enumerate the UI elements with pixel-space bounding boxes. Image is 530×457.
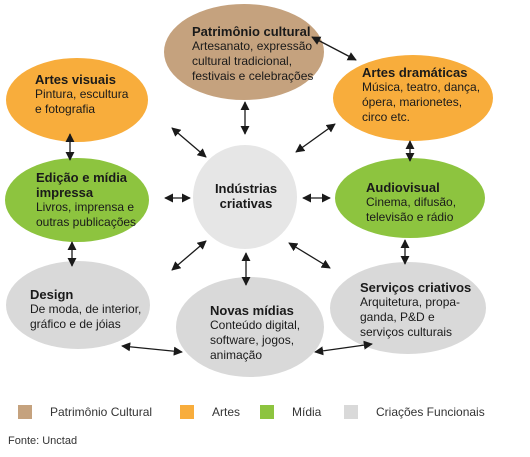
node-center: Indústrias criativas — [200, 181, 292, 211]
legend-label: Mídia — [292, 405, 322, 419]
node-title-cont: impressa — [36, 185, 94, 200]
legend-label: Patrimônio Cultural — [50, 405, 153, 419]
node-desc-line: ganda, P&D e — [360, 310, 435, 324]
legend-swatch — [18, 405, 32, 419]
node-title: Design — [30, 287, 74, 302]
node-desc-line: cultural tradicional, — [192, 54, 293, 68]
legend-swatch — [260, 405, 274, 419]
novas-midias-ellipse — [176, 277, 324, 377]
node-title: Artes visuais — [35, 72, 116, 87]
audiovisual-ellipse — [335, 158, 485, 238]
legend: Patrimônio Cultural Artes Mídia Criações… — [18, 404, 518, 424]
node-desc-line: e fotografia — [35, 102, 96, 116]
node-desc-line: animação — [210, 348, 263, 362]
node-artes-visuais: Artes visuais Pintura, escultura e fotog… — [35, 72, 155, 117]
node-desc-line: Música, teatro, dança, — [362, 80, 481, 94]
node-novas-midias: Novas mídias Conteúdo digital, software,… — [210, 303, 320, 363]
source-note: Fonte: Unctad — [8, 435, 78, 447]
node-desc-line: Livros, imprensa e — [36, 200, 135, 214]
node-audiovisual: Audiovisual Cinema, difusão, televisão e… — [366, 180, 486, 225]
legend-swatch — [180, 405, 194, 419]
node-title: Novas mídias — [210, 303, 294, 318]
creative-industries-diagram — [5, 4, 493, 377]
node-desc-line: Conteúdo digital, — [210, 318, 301, 332]
center-circle — [193, 145, 297, 249]
node-desc-line: ópera, marionetes, — [362, 95, 463, 109]
arrow-center-design — [171, 240, 207, 271]
node-desc-line: software, jogos, — [210, 333, 295, 347]
arrow-patrimonio-dramaticas — [311, 36, 357, 61]
node-artes-dramaticas: Artes dramáticas Música, teatro, dança, … — [362, 65, 502, 125]
node-desc-line: serviços culturais — [360, 325, 453, 339]
arrow-design-novas — [121, 342, 183, 356]
node-title: Edição e mídia — [36, 170, 128, 185]
node-desc-line: Arquitetura, propa- — [360, 295, 461, 309]
node-title: Serviços criativos — [360, 280, 472, 295]
node-edicao-midia-impressa: Edição e mídia impressa Livros, imprensa… — [36, 170, 161, 230]
node-patrimonio-cultural: Patrimônio cultural Artesanato, expressã… — [192, 24, 342, 84]
legend-label: Artes — [212, 405, 241, 419]
node-desc-line: circo etc. — [362, 110, 411, 124]
design-ellipse — [6, 261, 150, 349]
node-title: Audiovisual — [366, 180, 440, 195]
edicao-ellipse — [5, 158, 149, 242]
arrow-dramaticas-center — [295, 123, 336, 153]
node-desc-line: De moda, de interior, — [30, 302, 142, 316]
node-desc-line: televisão e rádio — [366, 210, 454, 224]
node-desc-line: Artesanato, expressão — [192, 39, 313, 53]
artes-dramaticas-ellipse — [333, 55, 493, 141]
arrow-center-servicos — [288, 242, 331, 269]
node-desc-line: Cinema, difusão, — [366, 195, 457, 209]
center-title: Indústrias — [214, 181, 278, 196]
node-title: Artes dramáticas — [362, 65, 468, 80]
node-desc-line: outras publicações — [36, 215, 137, 229]
servicos-ellipse — [330, 262, 486, 354]
node-title: Patrimônio cultural — [192, 24, 311, 39]
patrimonio-ellipse — [164, 4, 324, 100]
node-desc-line: Pintura, escultura — [35, 87, 129, 101]
center-title-cont: criativas — [219, 196, 273, 211]
node-servicos-criativos: Serviços criativos Arquitetura, propa- g… — [360, 280, 490, 340]
arrow-novas-servicos — [314, 340, 373, 356]
artes-visuais-ellipse — [6, 58, 148, 142]
node-desc-line: festivais e celebrações — [192, 69, 314, 83]
legend-swatch — [344, 405, 358, 419]
node-desc-line: gráfico e de jóias — [30, 317, 121, 331]
legend-label: Criações Funcionais — [376, 405, 485, 419]
node-design: Design De moda, de interior, gráfico e d… — [30, 287, 160, 332]
arrow-visuais-center — [171, 127, 207, 158]
